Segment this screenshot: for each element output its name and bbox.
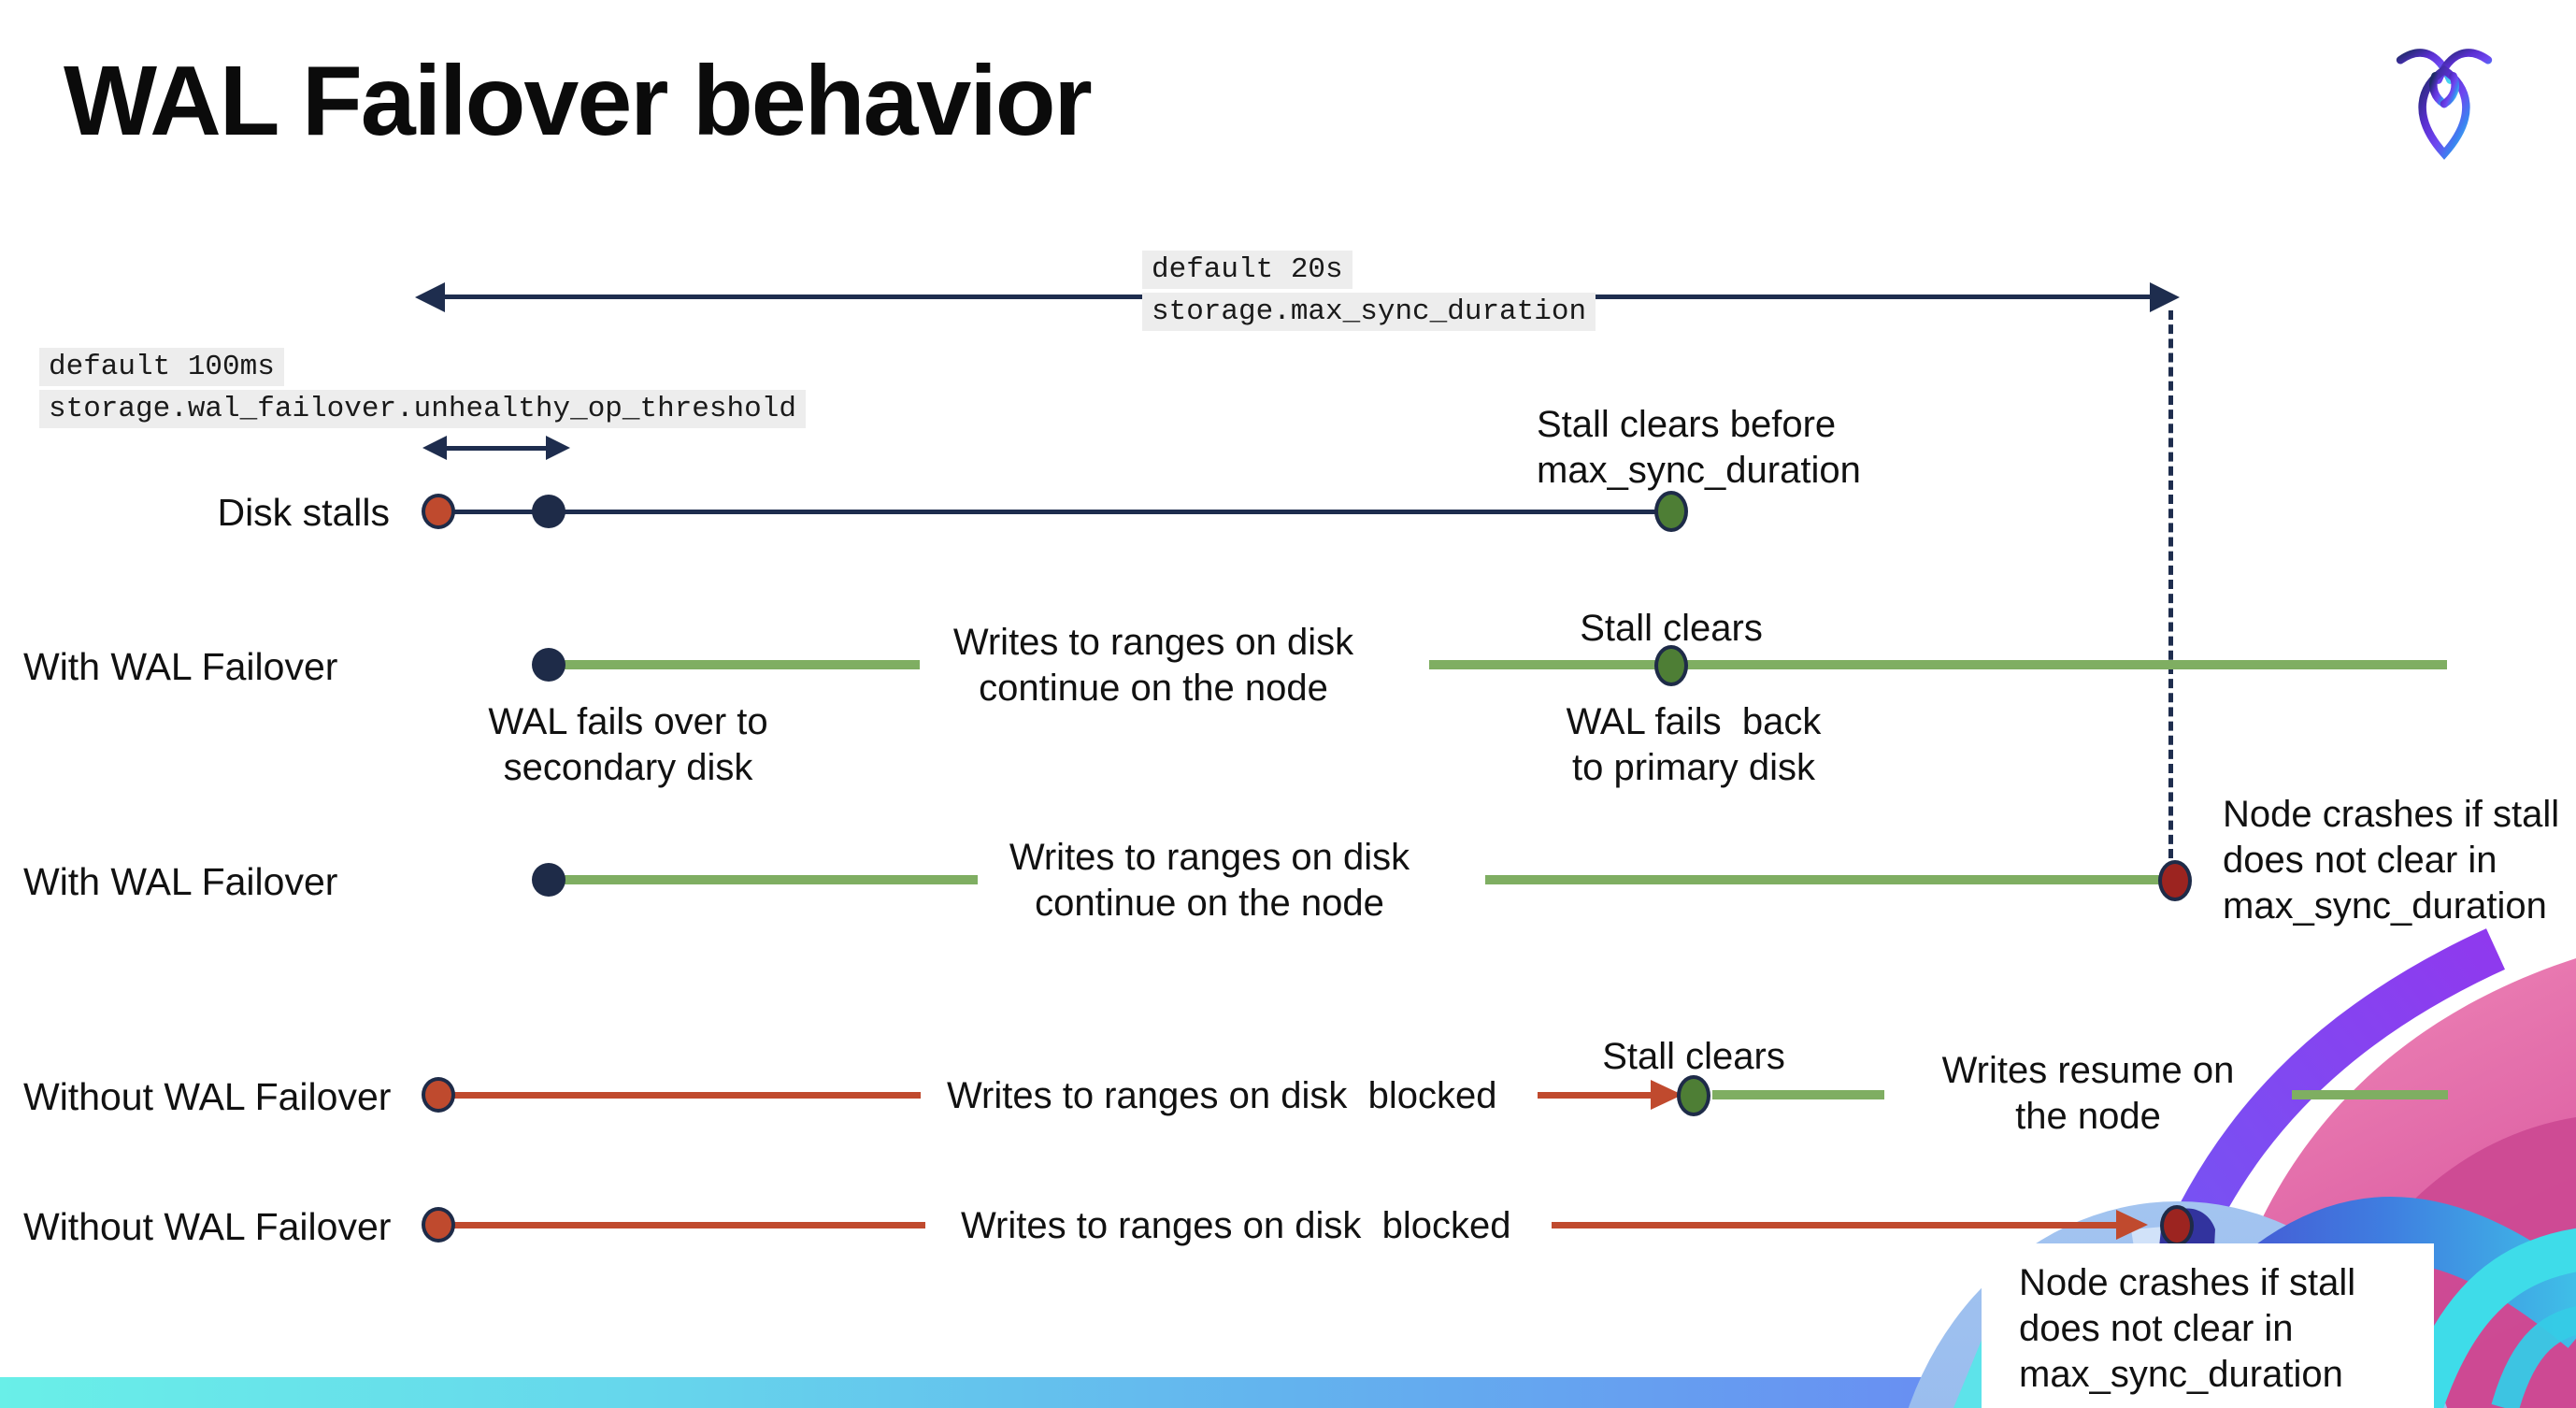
stall-start-dot-2 <box>422 1077 455 1113</box>
small-arrowhead-left-icon <box>422 436 447 460</box>
max-sync-duration-label: default 20s storage.max_sync_duration <box>1142 251 1596 335</box>
writes-blocked-line-2b <box>1552 1222 2120 1228</box>
writes-continue-line-b <box>1429 660 2447 669</box>
node-crashes-note: Node crashes if stall does not clear in … <box>2223 794 2560 927</box>
writes-resume-note: Writes resume on the node <box>1941 1050 2235 1137</box>
failover-threshold-dot <box>532 495 565 528</box>
node-crashes-note-2: Node crashes if stall does not clear in … <box>2019 1262 2356 1395</box>
row-label-without-wal-failover-2: Without WAL Failover <box>23 1205 392 1248</box>
page-title: WAL Failover behavior <box>64 46 1093 156</box>
max-sync-default-value: default 20s <box>1142 251 1352 289</box>
stall-clears-note-2: Stall clears <box>1580 608 1763 649</box>
node-crash-dot-2 <box>2160 1205 2194 1246</box>
writes-continue-note-2: Writes to ranges on disk continue on the… <box>1009 837 1410 924</box>
node-crash-dot <box>2158 860 2192 901</box>
row-label-with-wal-failover-1: With WAL Failover <box>23 645 338 688</box>
stall-clears-before-note: Stall clears before max_sync_duration <box>1537 404 1861 491</box>
writes-blocked-note-2: Writes to ranges on disk blocked <box>961 1205 1511 1246</box>
writes-continue-line-2b <box>1485 875 2166 884</box>
cockroachdb-logo-icon <box>2396 49 2493 160</box>
row-label-with-wal-failover-2: With WAL Failover <box>23 860 338 903</box>
writes-resume-line-b <box>2292 1090 2448 1099</box>
stall-clears-dot-3 <box>1677 1075 1710 1116</box>
stall-clears-dot <box>1654 491 1688 532</box>
max-sync-deadline-dashed-line <box>2168 310 2173 858</box>
red-arrowhead-icon-2 <box>2116 1210 2148 1240</box>
threshold-default-value: default 100ms <box>39 348 284 386</box>
writes-continue-line-a <box>561 660 920 669</box>
threshold-span-line <box>443 446 546 451</box>
writes-blocked-line-2a <box>451 1222 925 1228</box>
node-crashes-callout-box: Node crashes if stall does not clear in … <box>1982 1243 2434 1408</box>
writes-continue-note: Writes to ranges on disk continue on the… <box>952 622 1354 709</box>
writes-blocked-note: Writes to ranges on disk blocked <box>947 1075 1497 1116</box>
stall-start-dot <box>422 494 455 529</box>
small-arrowhead-right-icon <box>546 436 570 460</box>
stall-clears-dot-2 <box>1654 645 1688 686</box>
arrowhead-left-icon <box>415 282 445 312</box>
row-label-disk-stalls: Disk stalls <box>217 491 390 534</box>
wal-fails-back-note: WAL fails back to primary disk <box>1566 701 1822 788</box>
stall-clears-note-3: Stall clears <box>1602 1036 1785 1077</box>
writes-continue-line-2a <box>561 875 978 884</box>
threshold-setting-name: storage.wal_failover.unhealthy_op_thresh… <box>39 390 806 428</box>
failover-dot-2 <box>532 863 565 897</box>
arrowhead-right-icon <box>2150 282 2180 312</box>
writes-resume-line-a <box>1712 1090 1884 1099</box>
writes-blocked-line-b <box>1538 1092 1654 1099</box>
disk-stall-timeline <box>438 510 1671 514</box>
stall-start-dot-3 <box>422 1207 455 1243</box>
writes-blocked-line-a <box>451 1092 921 1099</box>
unhealthy-op-threshold-label: default 100ms storage.wal_failover.unhea… <box>39 348 806 432</box>
row-label-without-wal-failover-1: Without WAL Failover <box>23 1075 392 1118</box>
max-sync-setting-name: storage.max_sync_duration <box>1142 293 1596 331</box>
wal-fails-over-note: WAL fails over to secondary disk <box>488 701 768 788</box>
failover-dot <box>532 648 565 682</box>
